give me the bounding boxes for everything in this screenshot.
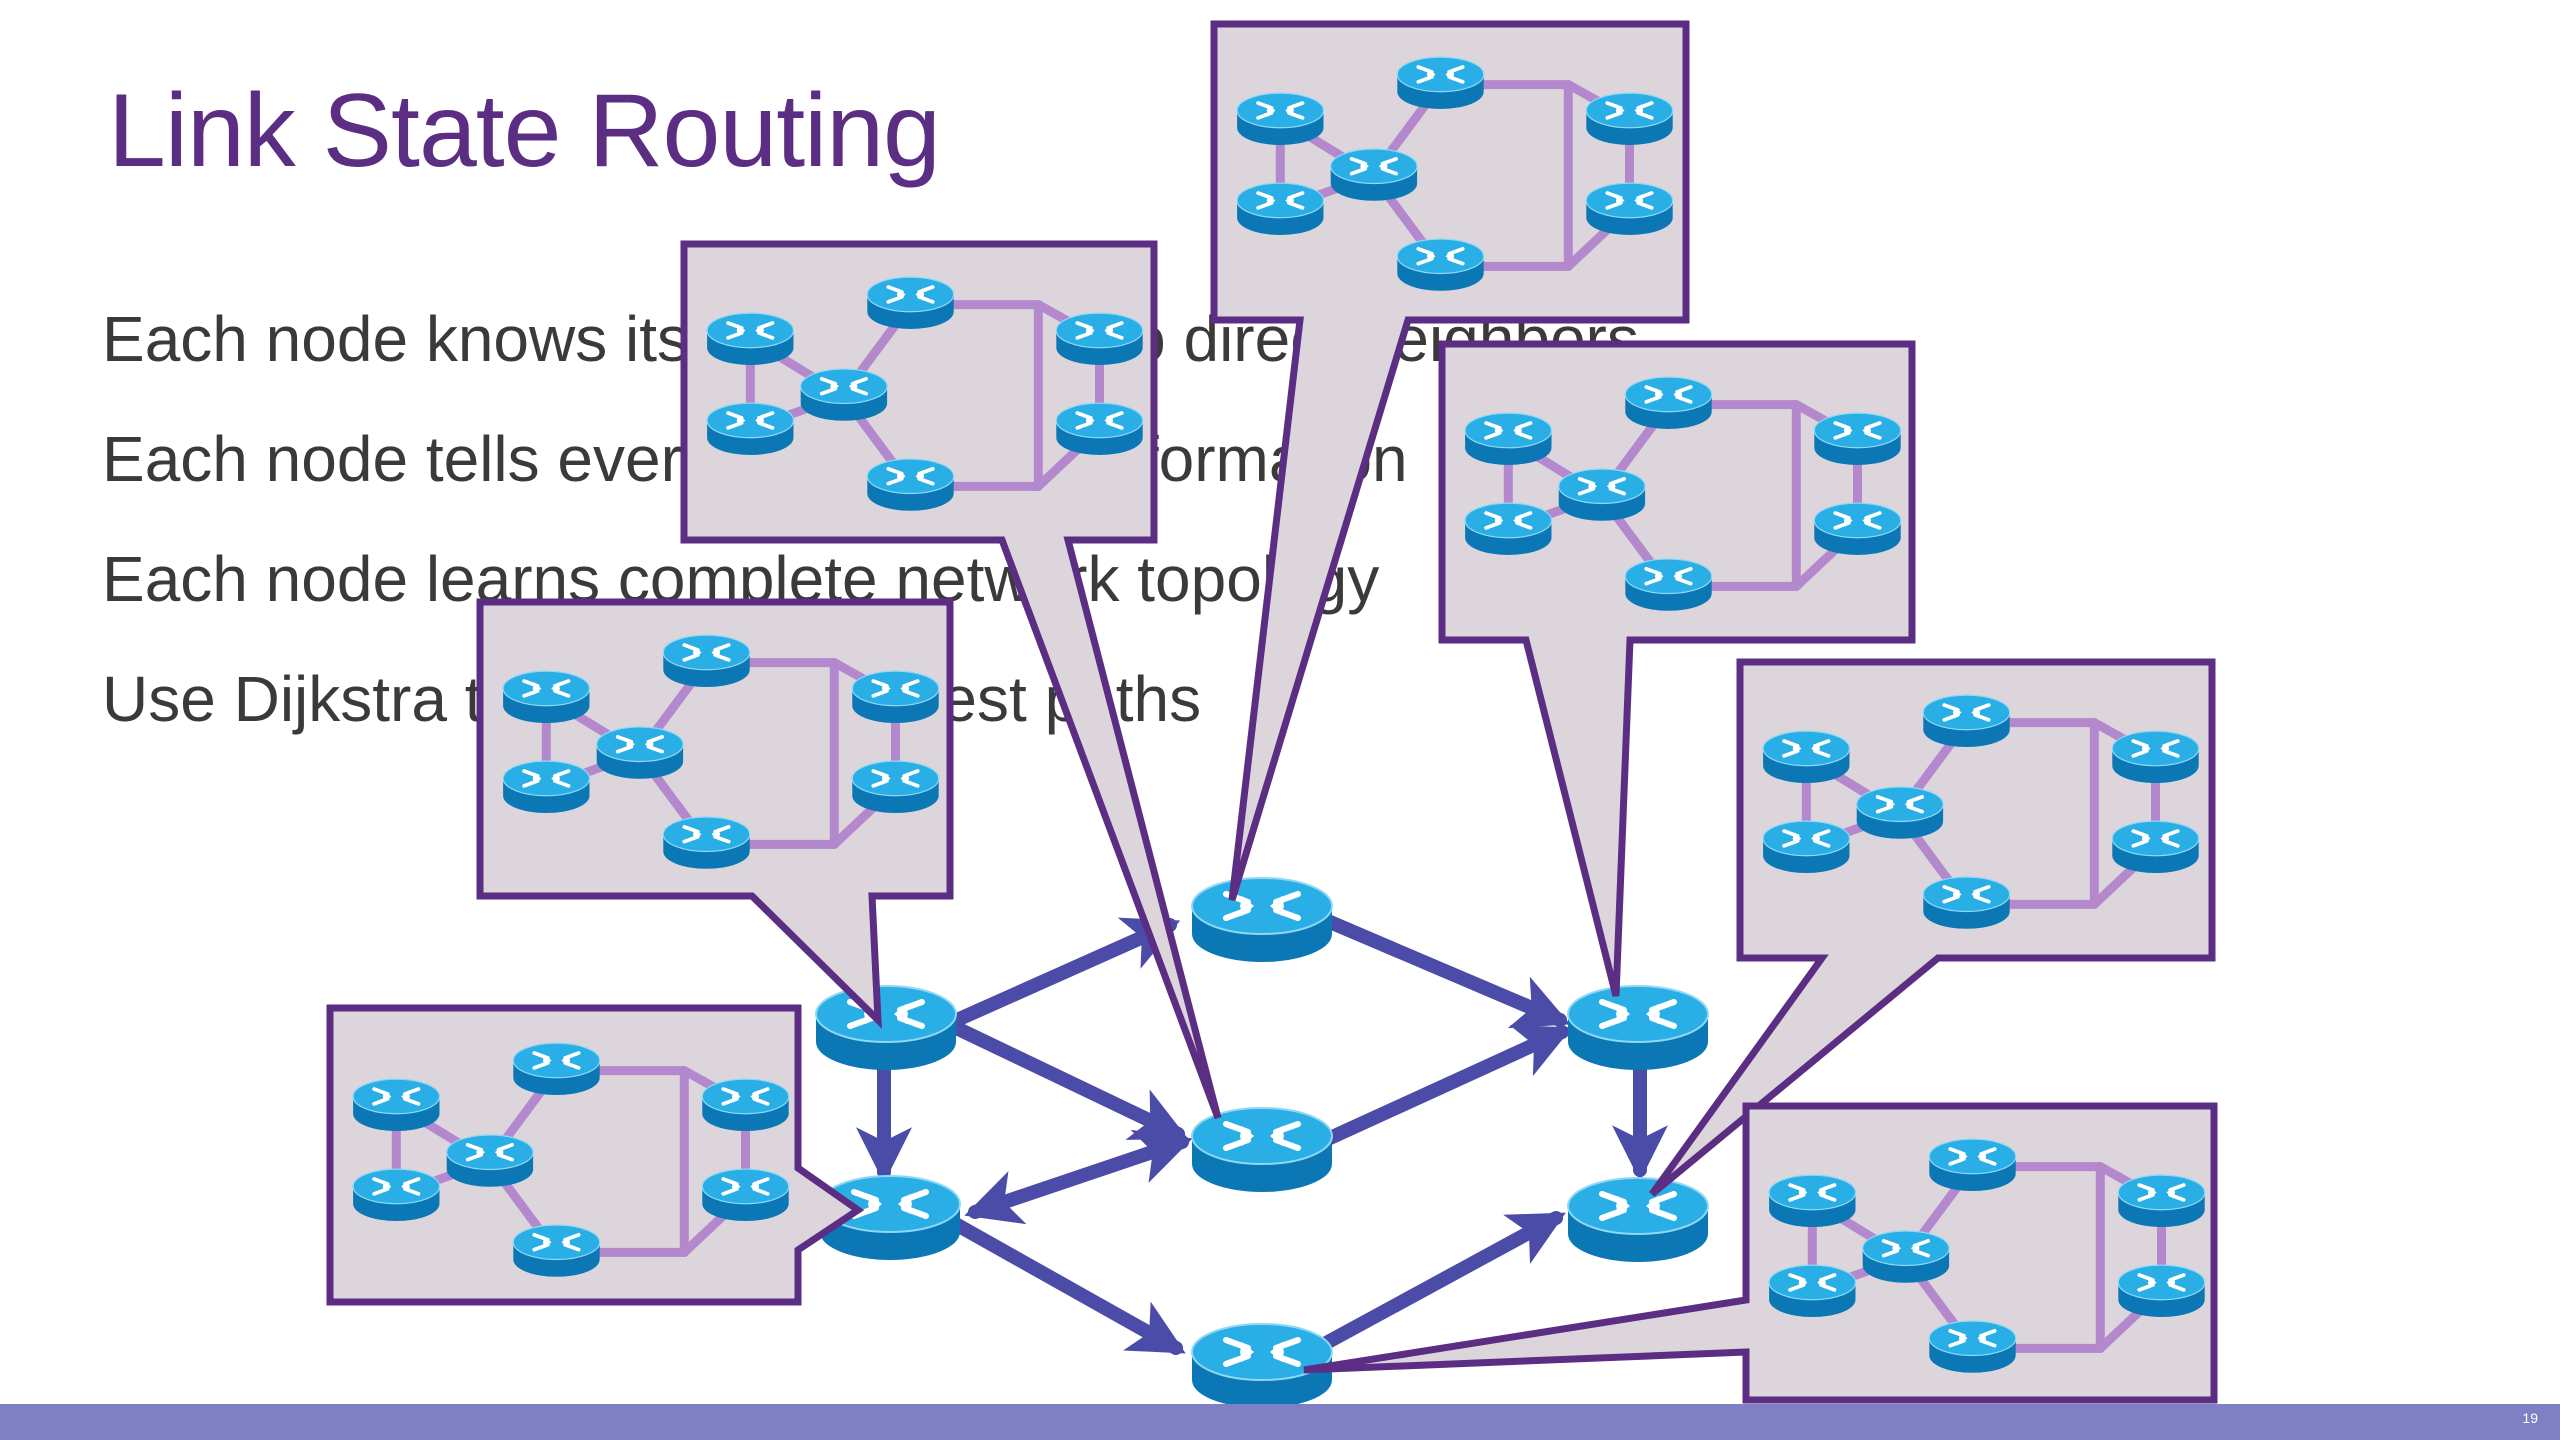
link-arrow	[1323, 1025, 1573, 1145]
link-arrow	[945, 1215, 1186, 1355]
link-arrow	[941, 917, 1181, 1031]
link-arrow	[1321, 1211, 1566, 1349]
callout-box	[326, 1004, 865, 1306]
callout-box	[1438, 340, 1916, 997]
callout-box	[680, 240, 1222, 1120]
callout-box	[476, 598, 954, 1029]
callout-box	[1210, 20, 1690, 902]
router-icon	[1192, 878, 1332, 962]
router-icon	[1568, 986, 1708, 1070]
link-arrow	[1323, 915, 1571, 1029]
router-icon	[1192, 1108, 1332, 1192]
slide-footer-bar: 19	[0, 1404, 2560, 1440]
slide-number: 19	[2522, 1410, 2538, 1426]
link-arrow	[964, 1129, 1193, 1225]
router-icon	[1568, 1178, 1708, 1262]
slide-title: Link State Routing	[108, 73, 941, 189]
callout-box	[1649, 658, 2216, 1197]
link-arrow	[941, 1017, 1189, 1141]
router-icon	[816, 986, 956, 1070]
callout-box	[1303, 1102, 2218, 1404]
